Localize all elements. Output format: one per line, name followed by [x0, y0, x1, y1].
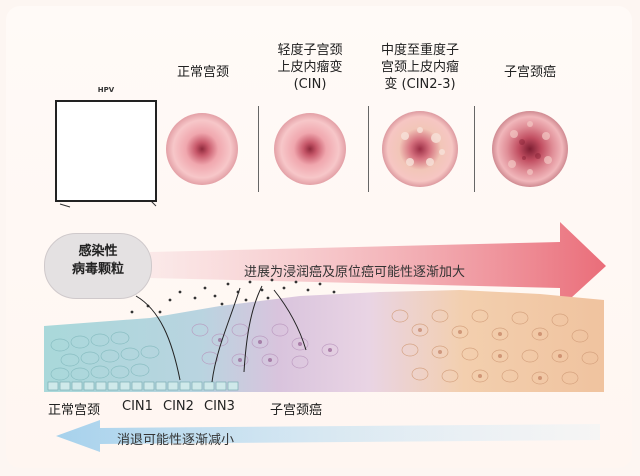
- infectious-particles-bubble: 感染性 病毒颗粒: [44, 233, 152, 299]
- divider-1: [258, 106, 259, 192]
- progress-arrow: [150, 222, 606, 308]
- bottom-label-cin2: CIN2: [163, 399, 194, 414]
- stage-label-normal: 正常宫颈: [176, 65, 229, 80]
- divider-2: [368, 106, 369, 192]
- progress-arrow-label: 进展为浸润癌及原位癌可能性逐渐加大: [244, 265, 466, 280]
- bottom-label-cancer: 子宫颈癌: [270, 403, 323, 418]
- cervix-cancer-image: [492, 111, 568, 187]
- hpv-label: HPV: [97, 86, 115, 94]
- bottom-label-cin3: CIN3: [204, 399, 235, 414]
- cervix-cin23-image: [382, 111, 458, 187]
- cervix-normal-image: [166, 113, 238, 185]
- infection-curves: [135, 285, 307, 383]
- bottom-label-cin1: CIN1: [122, 399, 153, 414]
- cervix-cin-image: [274, 113, 346, 185]
- stage-label-cin23: 中度至重度子 宫颈上皮内瘤 变 (CIN2-3): [380, 43, 459, 92]
- hpv-box: HPV: [55, 86, 157, 202]
- tissue-cross-section: [44, 290, 604, 392]
- stage-label-cin: 轻度子宫颈 上皮内瘤变 (CIN): [277, 43, 343, 92]
- stage-label-cancer: 子宫颈癌: [503, 65, 556, 80]
- bottom-label-normal: 正常宫颈: [48, 403, 101, 418]
- regress-arrow-label: 消退可能性逐渐减小: [117, 433, 235, 448]
- divider-3: [474, 106, 475, 192]
- regress-arrow: [56, 420, 600, 452]
